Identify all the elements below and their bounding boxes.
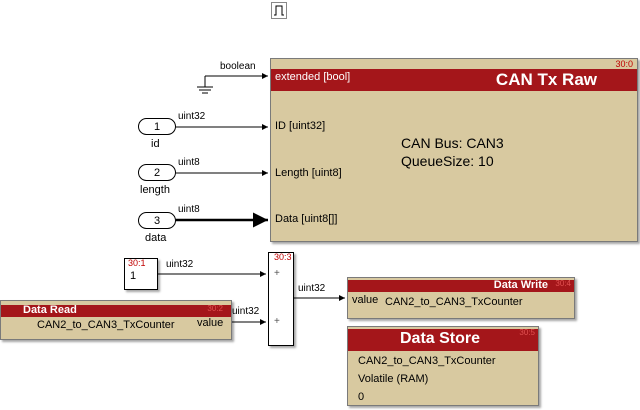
- signal-label-boolean: boolean: [220, 61, 256, 72]
- sum-block[interactable]: 30:3 + +: [268, 252, 294, 346]
- data-store-variable: CAN2_to_CAN3_TxCounter: [358, 355, 496, 367]
- pulse-icon[interactable]: [271, 2, 287, 19]
- data-read-variable: CAN2_to_CAN3_TxCounter: [37, 319, 175, 331]
- can-tx-raw-block[interactable]: 30:0 CAN Tx Raw extended [bool] ID [uint…: [270, 58, 638, 242]
- data-read-block[interactable]: Data Read 30:2 CAN2_to_CAN3_TxCounter va…: [0, 300, 232, 340]
- port-value[interactable]: value: [352, 294, 379, 306]
- signal-label-data: uint8: [178, 204, 200, 215]
- inport-id-label: id: [151, 138, 160, 150]
- port-extended[interactable]: extended [bool]: [275, 71, 351, 83]
- port-id[interactable]: ID [uint32]: [275, 120, 326, 132]
- block-title: Data Store: [400, 330, 481, 347]
- signal-label-sum: uint32: [298, 283, 326, 294]
- data-write-variable: CAN2_to_CAN3_TxCounter: [385, 296, 523, 308]
- constant-block[interactable]: 30:1 1: [124, 258, 158, 290]
- port-value[interactable]: value: [197, 317, 224, 329]
- data-store-initial: 0: [358, 391, 365, 403]
- signal-label-const: uint32: [166, 259, 194, 270]
- block-header: Data Write 30:4: [348, 279, 574, 292]
- block-id: 30:1: [128, 258, 146, 268]
- inport-id[interactable]: 1: [138, 118, 176, 135]
- can-bus-label: CAN Bus: CAN3: [401, 135, 504, 151]
- block-title: Data Read: [23, 304, 77, 316]
- queue-size-label: QueueSize: 10: [401, 153, 494, 169]
- block-header: CAN Tx Raw: [271, 69, 637, 91]
- block-header: Data Read 30:2: [1, 304, 231, 317]
- block-id: 30:5: [519, 328, 535, 337]
- block-id: 30:0: [615, 59, 633, 69]
- inport-data-label: data: [145, 232, 167, 244]
- signal-label-length: uint8: [178, 157, 200, 168]
- block-header: Data Store 30:5: [348, 328, 538, 351]
- sum-input-plus: +: [274, 316, 280, 327]
- block-id: 30:2: [207, 304, 223, 313]
- block-title: Data Write: [493, 279, 548, 291]
- constant-value: 1: [130, 270, 137, 282]
- inport-length[interactable]: 2: [138, 164, 176, 181]
- inport-length-label: length: [140, 184, 170, 196]
- block-id: 30:4: [555, 279, 571, 288]
- block-id: 30:3: [274, 252, 292, 262]
- data-store-block[interactable]: Data Store 30:5 CAN2_to_CAN3_TxCounter V…: [347, 326, 539, 406]
- inport-data[interactable]: 3: [138, 212, 176, 229]
- port-data[interactable]: Data [uint8[]]: [275, 213, 338, 225]
- port-length[interactable]: Length [uint8]: [275, 167, 342, 179]
- signal-label-id: uint32: [178, 111, 206, 122]
- block-title: CAN Tx Raw: [495, 70, 597, 89]
- ground-symbol: [197, 76, 213, 94]
- signal-label-read: uint32: [232, 306, 260, 317]
- sum-input-plus: +: [274, 268, 280, 279]
- data-write-block[interactable]: Data Write 30:4 value CAN2_to_CAN3_TxCou…: [347, 277, 575, 319]
- data-store-storage: Volatile (RAM): [358, 373, 429, 385]
